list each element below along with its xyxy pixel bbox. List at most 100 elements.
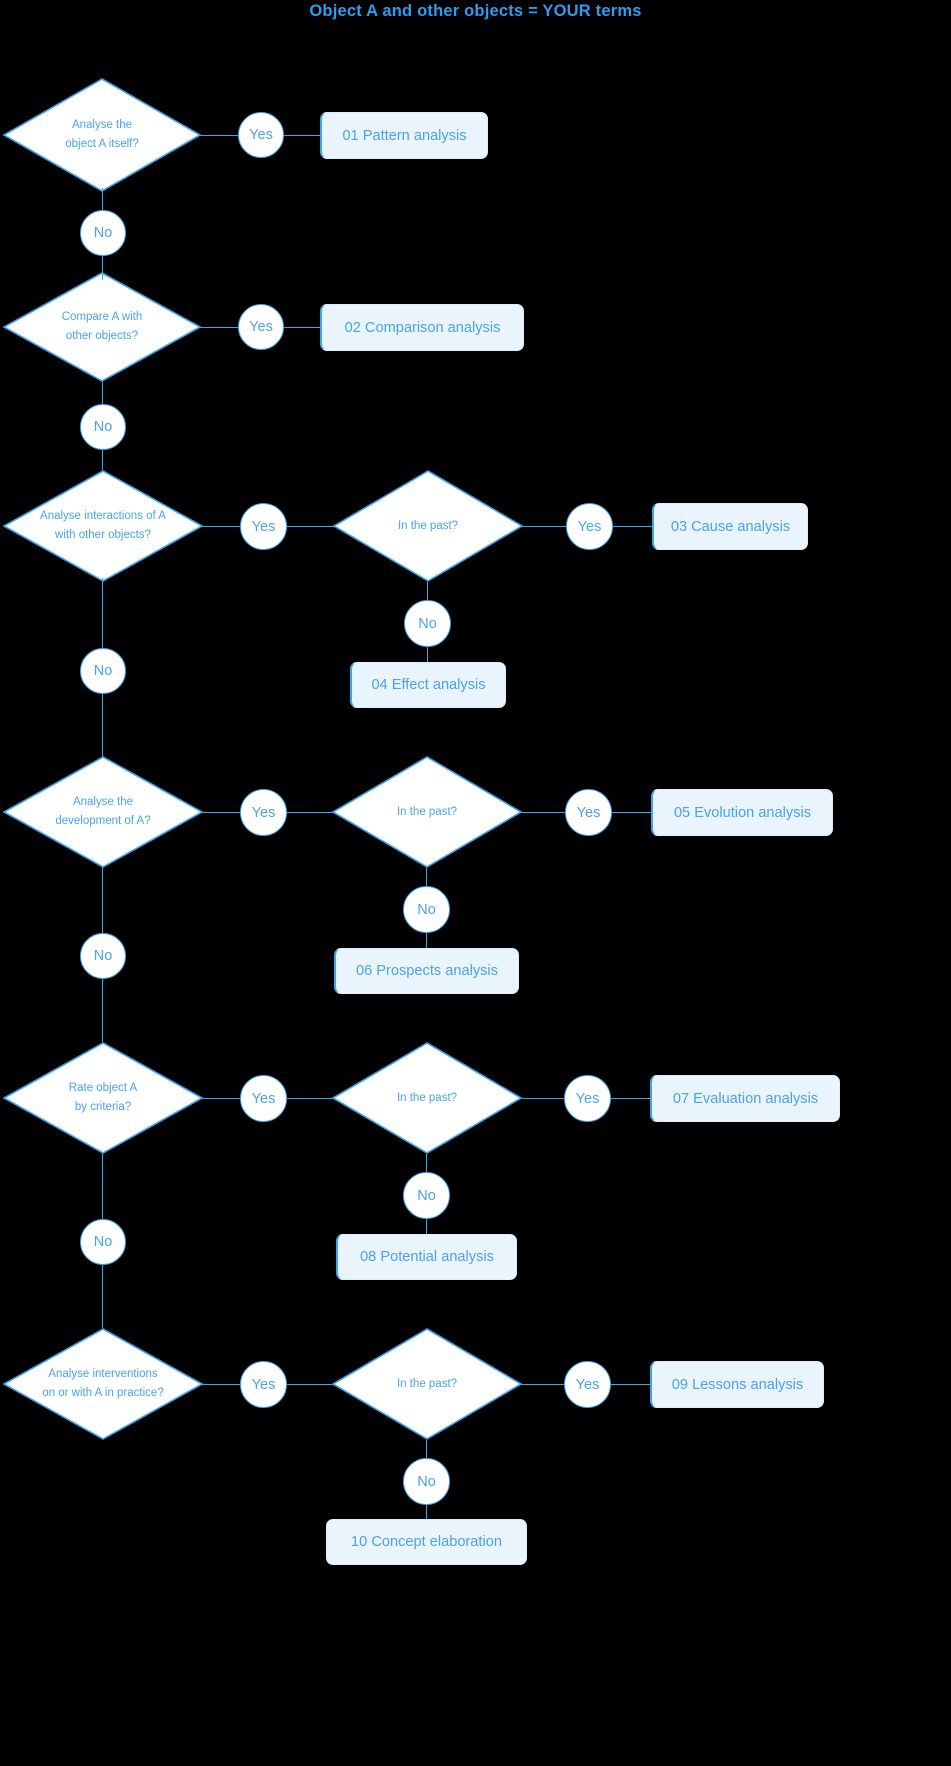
edge-d1-yes (198, 135, 244, 137)
edge-yes3-past3 (287, 526, 335, 528)
result-label: 01 Pattern analysis (342, 127, 467, 144)
page-title: Object A and other objects = YOUR terms (309, 2, 642, 20)
edge-label-yes-1[interactable]: Yes (238, 112, 284, 158)
edge-label-yes-5[interactable]: Yes (240, 1075, 287, 1122)
diamond-shape (332, 1042, 522, 1154)
yes-text: Yes (251, 518, 276, 535)
no-text: No (418, 615, 437, 632)
edge-d3-yes (200, 526, 241, 528)
result-label: 03 Cause analysis (670, 518, 791, 535)
diamond-shape (3, 272, 201, 382)
edge-past6-no (426, 1440, 428, 1458)
edge-d1-no (102, 188, 104, 216)
edge-label-yes-3[interactable]: Yes (240, 503, 287, 550)
edge-label-no-4[interactable]: No (403, 886, 450, 933)
edge-label-no-2[interactable]: No (80, 404, 126, 450)
edge-past3-yes (520, 526, 566, 528)
decision-in-the-past-6[interactable]: In the past? (332, 1328, 522, 1440)
edge-past6-yes (520, 1384, 564, 1386)
diamond-shape (3, 756, 203, 868)
edge-yes6-past6 (287, 1384, 335, 1386)
diamond-shape (332, 1328, 522, 1440)
edge-yes5b-box7 (610, 1098, 654, 1100)
edge-no1-d2 (102, 252, 104, 280)
result-box-08[interactable]: 08 Potential analysis (336, 1234, 517, 1280)
edge-no3-d4 (102, 692, 104, 757)
result-box-10[interactable]: 10 Concept elaboration (326, 1519, 527, 1565)
edge-label-no-6[interactable]: No (403, 1458, 450, 1505)
no-text: No (93, 225, 113, 241)
decision-in-the-past-4[interactable]: In the past? (332, 756, 522, 868)
edge-label-no-3[interactable]: No (404, 600, 451, 647)
result-box-02[interactable]: 02 Comparison analysis (320, 304, 524, 351)
result-box-04[interactable]: 04 Effect analysis (350, 662, 506, 708)
result-label: 06 Prospects analysis (356, 963, 498, 979)
result-box-07[interactable]: 07 Evaluation analysis (650, 1075, 840, 1122)
edge-label-no-5[interactable]: No (403, 1172, 450, 1219)
edge-yes2-box2 (284, 327, 324, 329)
edge-yes3b-box3 (612, 526, 656, 528)
diamond-shape (332, 756, 522, 868)
edge-label-yes-2[interactable]: Yes (238, 304, 284, 350)
edge-past4-yes (520, 812, 565, 814)
result-box-09[interactable]: 09 Lessons analysis (650, 1361, 824, 1408)
result-box-05[interactable]: 05 Evolution analysis (651, 789, 833, 836)
edge-no6-box10 (426, 1504, 428, 1520)
result-label: 05 Evolution analysis (673, 804, 812, 821)
diamond-shape (3, 78, 201, 192)
edge-no4-box6 (426, 932, 428, 948)
decision-in-the-past-5[interactable]: In the past? (332, 1042, 522, 1154)
diamond-shape (3, 1328, 203, 1440)
yes-text: Yes (249, 127, 273, 143)
edge-d5-no (102, 1152, 104, 1219)
result-label: 10 Concept elaboration (351, 1534, 502, 1550)
edge-label-yes-5b[interactable]: Yes (564, 1075, 611, 1122)
edge-label-yes-3b[interactable]: Yes (566, 503, 613, 550)
edge-d2-no (102, 380, 104, 408)
edge-label-no-3-main[interactable]: No (80, 648, 126, 694)
no-text: No (93, 419, 113, 435)
yes-text: Yes (576, 804, 601, 821)
edge-label-no-5-main[interactable]: No (80, 1219, 126, 1265)
yes-text: Yes (251, 1376, 276, 1393)
edge-no2-d3 (102, 447, 104, 472)
edge-d5-yes (200, 1098, 241, 1100)
edge-no4-d5 (102, 978, 104, 1042)
edge-label-yes-6[interactable]: Yes (240, 1361, 287, 1408)
no-text: No (417, 901, 436, 918)
edge-no5-d6 (102, 1264, 104, 1328)
result-label: 04 Effect analysis (371, 677, 486, 693)
yes-text: Yes (575, 1376, 600, 1393)
edge-label-no-1[interactable]: No (80, 210, 126, 256)
result-box-03[interactable]: 03 Cause analysis (652, 503, 808, 550)
edge-yes5-past5 (287, 1098, 335, 1100)
edge-past5-no (426, 1154, 428, 1172)
edge-label-yes-4b[interactable]: Yes (565, 789, 612, 836)
edge-d3-no (102, 578, 104, 648)
edge-label-yes-4[interactable]: Yes (240, 789, 287, 836)
edge-d2-yes (198, 327, 242, 329)
edge-yes4-past4 (287, 812, 335, 814)
edge-d4-no (102, 866, 104, 933)
yes-text: Yes (251, 804, 276, 821)
edge-past4-no (426, 868, 428, 886)
decision-in-the-past-3[interactable]: In the past? (333, 470, 523, 582)
no-text: No (417, 1187, 436, 1204)
yes-text: Yes (575, 1090, 600, 1107)
edge-label-yes-6b[interactable]: Yes (564, 1361, 611, 1408)
no-text: No (93, 1234, 113, 1250)
edge-no5-box8 (426, 1218, 428, 1234)
yes-text: Yes (577, 518, 602, 535)
diamond-shape (333, 470, 523, 582)
result-box-06[interactable]: 06 Prospects analysis (334, 948, 519, 994)
result-box-01[interactable]: 01 Pattern analysis (320, 112, 488, 159)
edge-label-no-4-main[interactable]: No (80, 933, 126, 979)
no-text: No (417, 1473, 436, 1490)
